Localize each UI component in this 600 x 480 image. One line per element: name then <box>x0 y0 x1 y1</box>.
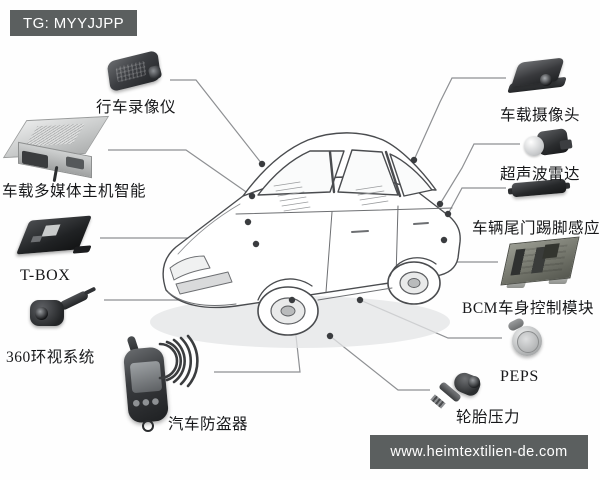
component-label-tpms: 轮胎压力 <box>456 409 521 426</box>
leader-line-camera <box>413 77 506 161</box>
tpms-sensor-icon <box>428 369 486 416</box>
component-label-surroundview: 360环视系统 <box>6 349 95 366</box>
head-unit-icon <box>2 115 110 184</box>
component-label-bcm: BCM车身控制模块 <box>462 300 594 317</box>
remote-fob-icon <box>112 330 208 432</box>
ultrasonic-radar-icon <box>522 126 574 162</box>
component-label-ultrasonic: 超声波雷达 <box>500 166 581 183</box>
leader-line-headunit <box>108 149 253 197</box>
leader-line-kicksensor <box>447 187 506 215</box>
car-illustration <box>150 132 461 348</box>
car-camera-icon <box>507 56 570 100</box>
component-label-headunit: 车载多媒体主机智能 <box>2 183 147 200</box>
connection-nodes <box>244 156 452 340</box>
component-label-tbox: T-BOX <box>20 267 71 284</box>
tag-watermark: TG: MYYJJPP <box>10 10 138 36</box>
peps-button-icon <box>504 316 550 358</box>
component-label-kicksensor: 车辆尾门踢脚感应 <box>472 220 600 237</box>
bcm-module-icon <box>500 236 584 294</box>
component-label-peps: PEPS <box>500 368 539 385</box>
leader-line-tpms <box>329 335 430 391</box>
leader-line-ultrasonic <box>439 143 520 205</box>
tbox-icon <box>16 214 96 264</box>
dashcam-icon <box>104 49 166 94</box>
site-watermark: www.heimtextilien-de.com <box>370 435 588 469</box>
component-label-antitheft: 汽车防盗器 <box>168 416 249 433</box>
component-label-dashcam: 行车录像仪 <box>96 99 177 116</box>
surround-camera-icon <box>26 286 100 334</box>
leader-line-dashcam <box>170 79 263 165</box>
component-label-camera: 车载摄像头 <box>500 107 581 124</box>
signal-waves-icon <box>158 334 199 388</box>
